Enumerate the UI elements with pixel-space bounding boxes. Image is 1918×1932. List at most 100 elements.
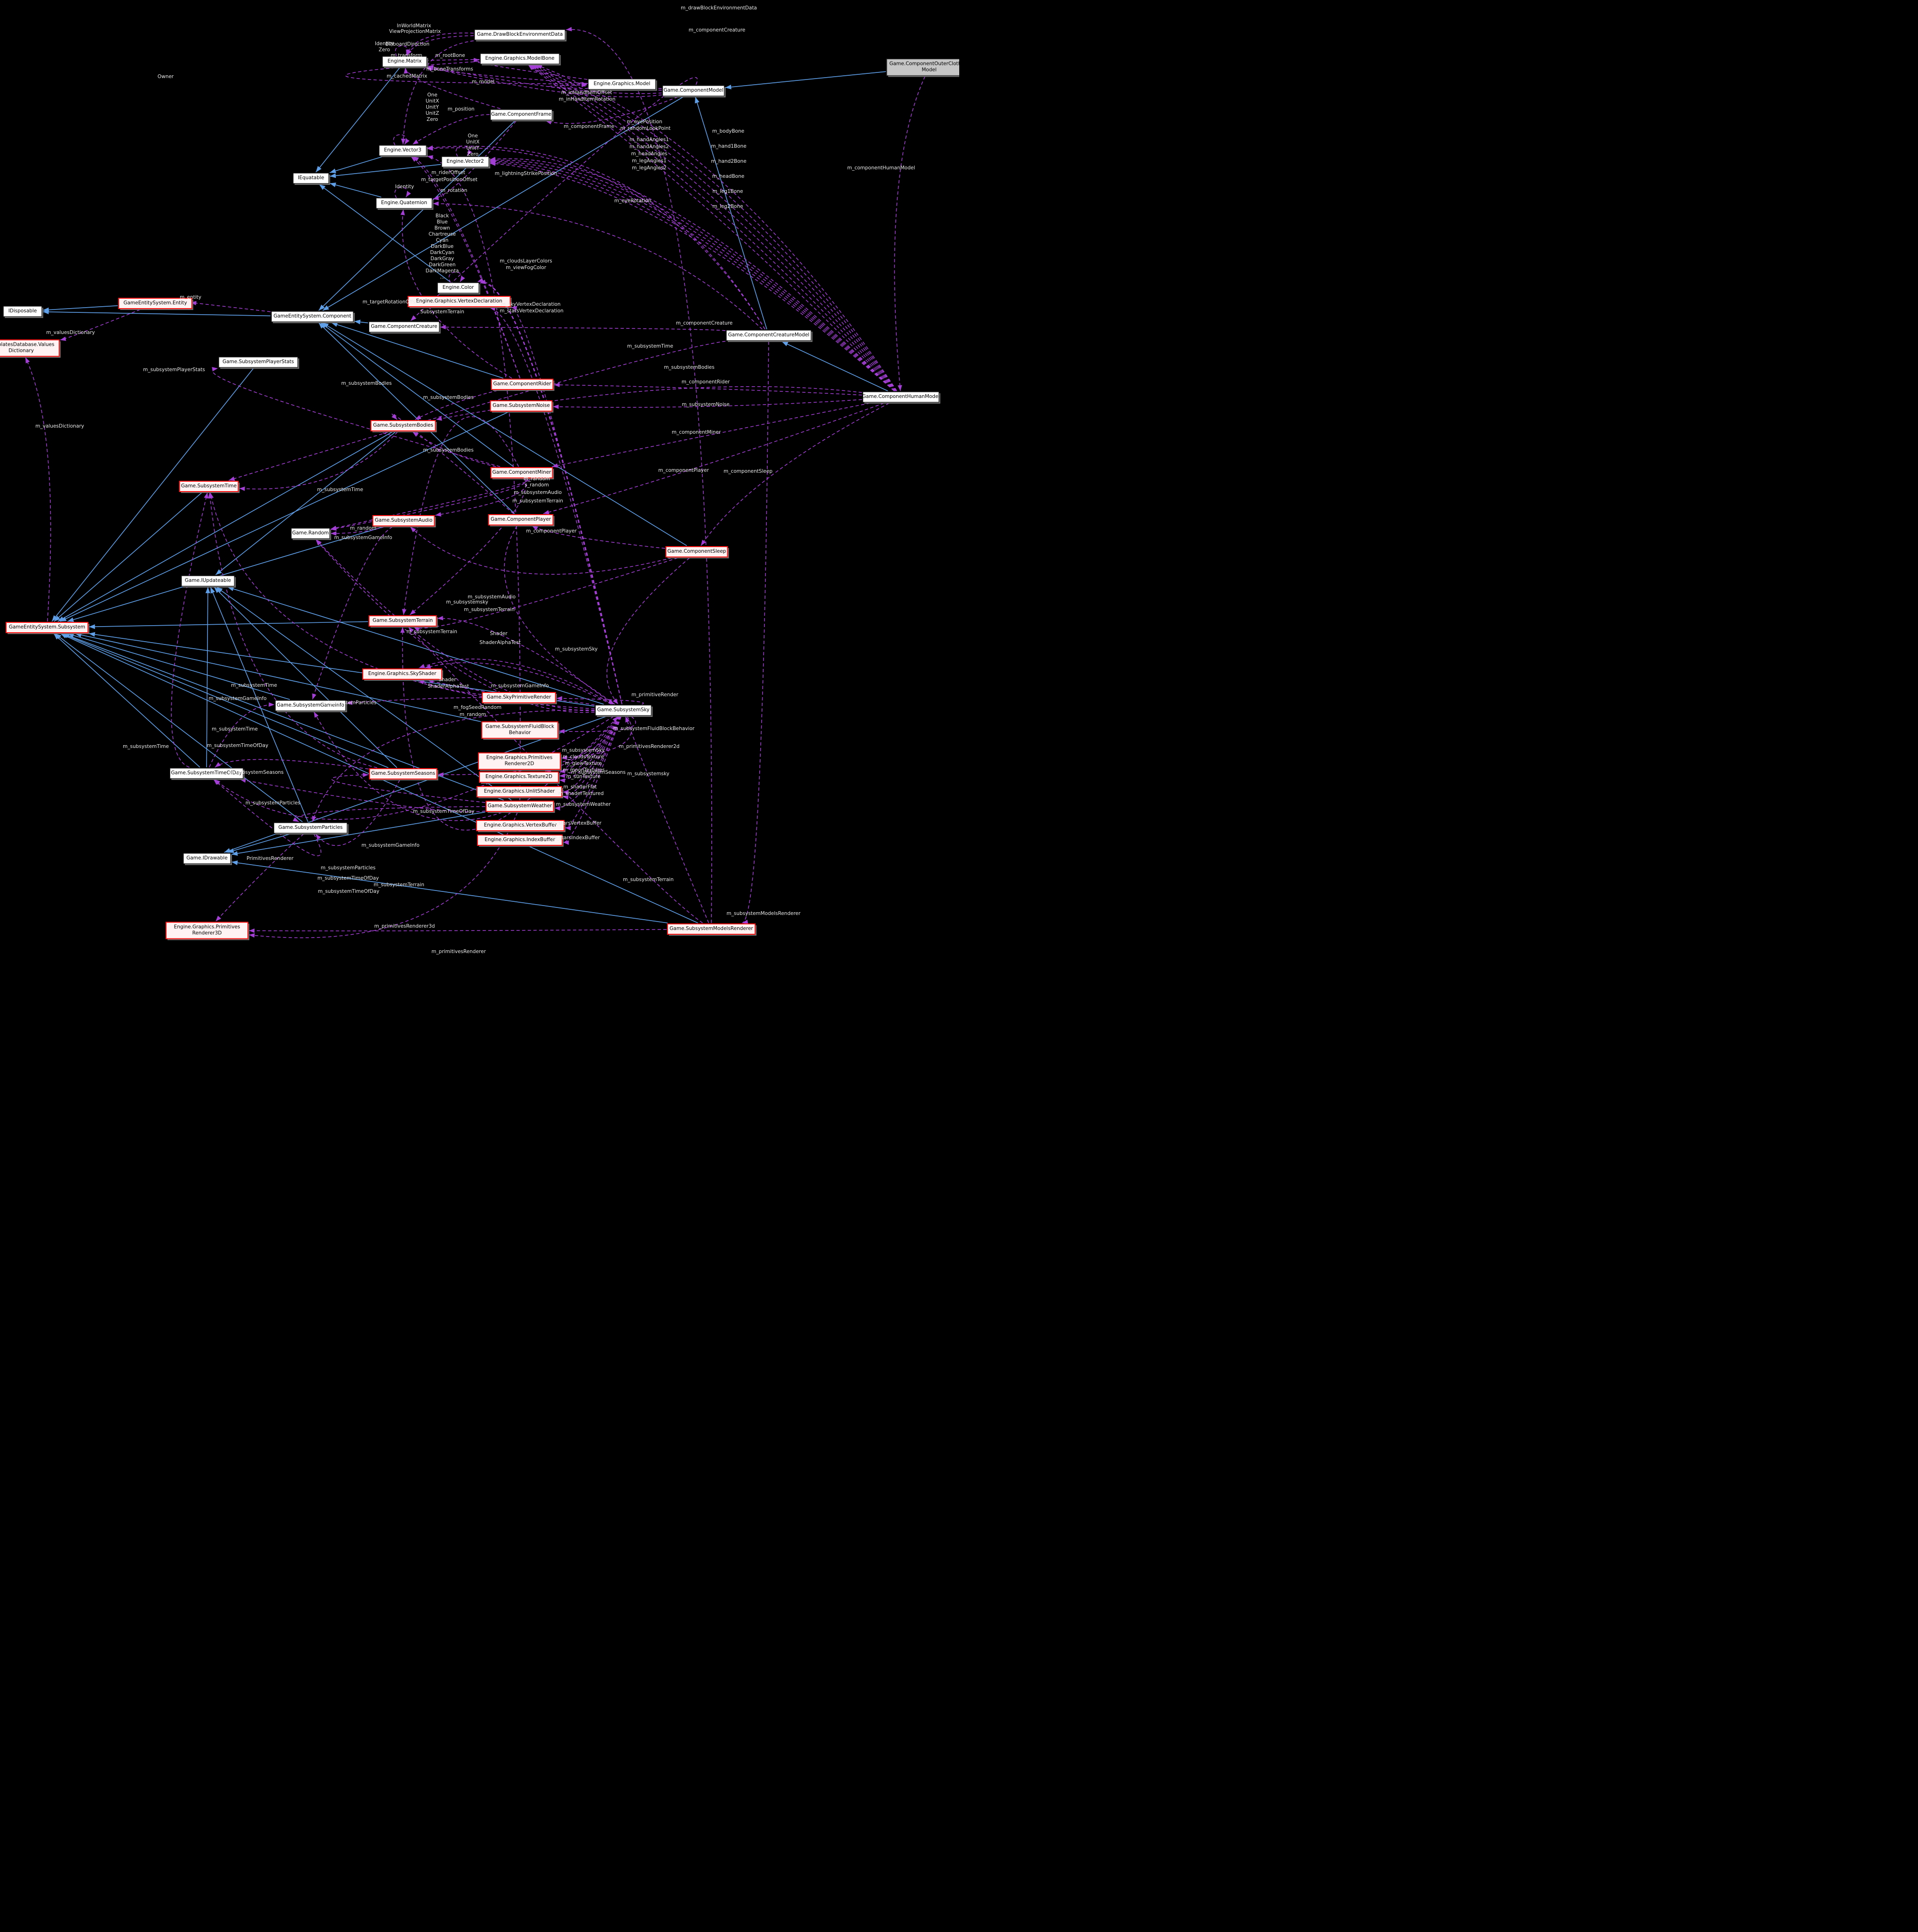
- edge-label: m_valuesDictionary: [46, 330, 95, 335]
- graph-node-creaturemodel[interactable]: Game.ComponentCreatureModel: [726, 330, 813, 342]
- node-label: Engine.Matrix: [388, 58, 422, 64]
- graph-node-model[interactable]: Engine.Graphics.Model: [588, 79, 657, 91]
- node-box: [476, 786, 563, 797]
- graph-node-componentmodel[interactable]: Game.ComponentModel: [662, 85, 726, 97]
- graph-node-random[interactable]: Game.Random: [291, 528, 331, 540]
- edge-label: Cyan: [436, 238, 449, 243]
- graph-edge-playerstats-subsystem: [51, 368, 254, 622]
- graph-node-unlitshader[interactable]: Engine.Graphics.UnlitShader: [476, 786, 564, 798]
- edge-label: m_legAngles2: [632, 165, 667, 171]
- graph-node-componentcreature[interactable]: Game.ComponentCreature: [368, 321, 441, 334]
- graph-node-time[interactable]: Game.SubsystemTime: [179, 481, 240, 493]
- graph-edge-player-sky: [504, 525, 614, 705]
- graph-node-ibuffer[interactable]: Engine.Graphics.IndexBuffer: [477, 835, 564, 847]
- graph-edge-humanmodel-creaturemodel: [781, 341, 888, 391]
- graph-node-miner[interactable]: Game.ComponentMiner: [490, 467, 554, 479]
- node-label: Game.SubsystemTimeOfDay: [171, 770, 242, 776]
- edge-label: m_subsystemBodies: [423, 447, 473, 453]
- graph-node-audio[interactable]: Game.SubsystemAudio: [372, 515, 436, 527]
- edge-label: m_shaderTextured: [558, 791, 604, 796]
- edge-label: m_skyVertexDeclaration: [501, 302, 560, 307]
- graph-edge-humanmodel-bodies: [436, 386, 862, 421]
- graph-node-component[interactable]: GameEntitySystem.Component: [271, 311, 355, 323]
- graph-node-seasons[interactable]: Game.SubsystemSeasons: [369, 768, 438, 780]
- graph-node-weather[interactable]: Game.SubsystemWeather: [485, 801, 555, 813]
- graph-node-quaternion[interactable]: Engine.Quaternion: [376, 198, 434, 210]
- node-box: [665, 546, 728, 557]
- node-label: Game.ComponentSleep: [668, 549, 726, 554]
- edge-label: m_inHandItemRotation: [559, 96, 616, 102]
- graph-edge-sleep-component: [322, 322, 687, 546]
- self-loop-quaternion: [394, 187, 411, 199]
- node-label: Game.IUpdateable: [185, 578, 231, 583]
- graph-node-humanmodel[interactable]: Game.ComponentHumanModel: [862, 391, 940, 404]
- graph-node-iequatable[interactable]: IEquatable: [293, 173, 330, 185]
- graph-node-player[interactable]: Game.ComponentPlayer: [488, 514, 555, 526]
- graph-node-sleep[interactable]: Game.ComponentSleep: [665, 546, 729, 558]
- graph-edge-quaternion-iequatable: [329, 183, 382, 198]
- edge-label: m_componentCreature: [689, 27, 746, 33]
- graph-node-texture2d[interactable]: Engine.Graphics.Texture2D: [479, 771, 560, 784]
- node-box: [379, 145, 427, 156]
- graph-node-playerstats[interactable]: Game.SubsystemPlayerStats: [218, 357, 299, 369]
- graph-node-vector3[interactable]: Engine.Vector3: [379, 145, 428, 157]
- graph-edge-player-component: [318, 322, 515, 514]
- graph-node-gameinfo[interactable]: Game.SubsystemGameInfo: [275, 700, 347, 712]
- node-box: [481, 721, 558, 739]
- node-label: Game.ComponentCreature: [371, 324, 437, 329]
- graph-node-idisposable[interactable]: IDisposable: [3, 306, 43, 318]
- graph-node-noise[interactable]: Game.SubsystemNoise: [490, 400, 554, 413]
- graph-edge-componentmodel-matrix: [427, 65, 662, 94]
- node-label: Engine.Vector2: [446, 159, 484, 164]
- graph-node-iupdateable[interactable]: Game.IUpdateable: [181, 575, 236, 588]
- graph-node-modelbone[interactable]: Engine.Graphics.ModelBone: [480, 53, 561, 65]
- graph-edge-humanmodel-modelbone: [528, 64, 896, 391]
- node-box: [726, 330, 812, 341]
- graph-node-vbuffer[interactable]: Engine.Graphics.VertexBuffer: [476, 820, 566, 832]
- node-label: Engine.Color: [443, 285, 474, 290]
- edge-label: m_randomLookPoint: [621, 126, 671, 131]
- graph-node-matrix[interactable]: Engine.Matrix: [382, 56, 428, 68]
- graph-node-componentframe[interactable]: Game.ComponentFrame: [490, 109, 554, 121]
- edge-label: m_targetRotationOffset: [363, 299, 421, 305]
- graph-node-entity[interactable]: GameEntitySystem.Entity: [118, 298, 193, 310]
- graph-node-color[interactable]: Engine.Color: [437, 282, 480, 294]
- graph-node-timeofday[interactable]: Game.SubsystemTimeOfDay: [169, 768, 245, 780]
- graph-node-rider[interactable]: Game.ComponentRider: [491, 379, 555, 391]
- graph-edge-sky-unlitshader: [562, 716, 621, 800]
- edge-label: m_primitiveRender: [631, 692, 678, 698]
- graph-node-sky[interactable]: Game.SubsystemSky: [595, 705, 653, 717]
- graph-node-skyshader[interactable]: Engine.Graphics.SkyShader: [362, 668, 443, 681]
- graph-node-drawblock[interactable]: Game.DrawBlockEnvironmentData: [474, 29, 567, 41]
- edge-label: s_random: [525, 482, 549, 488]
- node-box: [368, 615, 437, 627]
- graph-node-idrawable[interactable]: Game.IDrawable: [183, 853, 232, 865]
- graph-node-subsystem[interactable]: GameEntitySystem.Subsystem: [6, 622, 89, 634]
- node-label: Engine.Graphics.Texture2D: [485, 774, 552, 779]
- edge-label: m_targetPositionOffset: [421, 177, 478, 183]
- graph-edge-subsystem-valuesdict: [25, 357, 51, 622]
- graph-edge-componentframe-matrix: [404, 67, 501, 109]
- graph-node-terrain[interactable]: Game.SubsystemTerrain: [368, 615, 438, 628]
- graph-node-particles[interactable]: Game.SubsystemParticles: [273, 822, 349, 835]
- node-label: Engine.Graphics.Primitives: [486, 755, 553, 761]
- graph-node-skyprim[interactable]: Game.SkyPrimitiveRender: [482, 692, 557, 704]
- graph-edge-sky-random: [316, 539, 595, 711]
- graph-node-vector2[interactable]: Engine.Vector2: [441, 156, 491, 168]
- edge-label: ...: [440, 274, 445, 280]
- graph-node-modelsrenderer[interactable]: Game.SubsystemModelsRenderer: [667, 923, 757, 936]
- edge-label: m_handAngles2: [629, 144, 669, 150]
- edge-label: m_subsystemTerrain: [464, 607, 515, 612]
- graph-edge-weather-prim3d: [248, 812, 518, 938]
- graph-edge-humanmodel-modelbone: [536, 64, 898, 391]
- graph-node-bodies[interactable]: Game.SubsystemBodies: [370, 420, 437, 432]
- graph-edge-matrix-iequatable: [315, 67, 400, 173]
- graph-edge-audio-subsystem: [67, 526, 383, 622]
- edge-label: ShaderAlphaTest: [428, 684, 469, 689]
- graph-node-outerclothing[interactable]: Game.ComponentOuterClothingModel: [886, 58, 959, 77]
- graph-node-vertexdecl[interactable]: Engine.Graphics.VertexDeclaration: [407, 296, 512, 308]
